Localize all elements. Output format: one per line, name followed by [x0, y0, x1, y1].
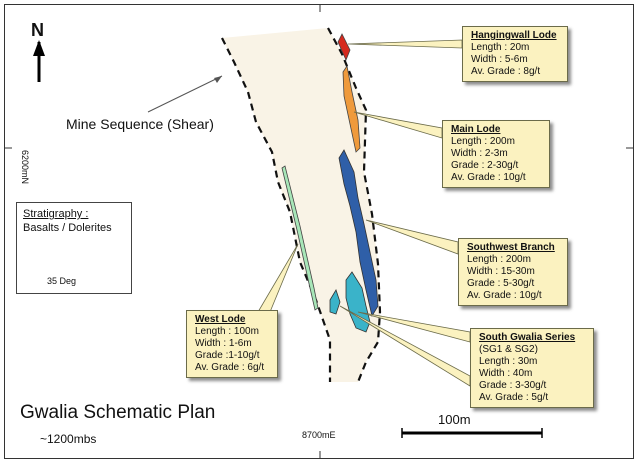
callout-main-lode: Main Lode Length : 200m Width : 2-3m Gra… [442, 120, 550, 188]
callout-title: West Lode [195, 314, 246, 325]
south-gwalia-series-small [329, 289, 341, 315]
callout-hangingwall-lode: Hangingwall Lode Length : 20m Width : 5-… [462, 26, 568, 82]
callout-title: Southwest Branch [467, 242, 555, 253]
map-subtitle: ~1200mbs [40, 432, 97, 446]
callout-line: Width : 1-6m [195, 338, 252, 349]
scale-label: 100m [438, 412, 471, 427]
hangingwall-lode [337, 33, 351, 62]
callout-line: Length : 200m [467, 254, 531, 265]
shear-label-arrow [147, 75, 223, 113]
shear-boundary-west [221, 37, 332, 382]
stratigraphy-heading: Stratigraphy : [23, 208, 89, 220]
shear-zone [222, 28, 380, 382]
west-lode [281, 165, 319, 311]
callout-line: Av. Grade : 5g/t [479, 392, 549, 403]
callout-title: Hangingwall Lode [471, 30, 557, 41]
callout-pointer-main [353, 111, 443, 139]
callout-pointer-west [257, 243, 299, 313]
shear-boundary-east [327, 27, 382, 383]
callout-line: Av. Grade : 8g/t [471, 66, 541, 77]
callout-pointer-southwest [365, 219, 459, 255]
main-lode [342, 64, 361, 153]
callout-line: (SG1 & SG2) [479, 344, 538, 355]
callout-line: Length : 30m [479, 356, 538, 367]
callout-line: Length : 100m [195, 326, 259, 337]
callout-southwest-branch: Southwest Branch Length : 200m Width : 1… [458, 238, 568, 306]
shear-label: Mine Sequence (Shear) [66, 116, 214, 132]
callout-line: Width : 40m [479, 368, 533, 379]
callout-south-gwalia-series: South Gwalia Series (SG1 & SG2) Length :… [470, 328, 594, 408]
map-frame [4, 4, 634, 459]
callout-line: Grade : 3-30g/t [479, 380, 547, 391]
easting-label: 8700mE [302, 430, 336, 440]
stratigraphy-rock: Basalts / Dolerites [23, 222, 112, 234]
north-label: N [31, 20, 44, 40]
callout-title: South Gwalia Series [479, 332, 576, 343]
callout-line: Width : 2-3m [451, 148, 508, 159]
callout-title: Main Lode [451, 124, 501, 135]
callout-pointer-hangingwall [347, 39, 463, 49]
southwest-branch [338, 149, 379, 318]
callout-line: Width : 5-6m [471, 54, 528, 65]
callout-line: Width : 15-30m [467, 266, 535, 277]
callout-line: Av. Grade : 10g/t [467, 290, 542, 301]
south-gwalia-series [345, 271, 371, 333]
stratigraphy-dip: 35 Deg [47, 276, 77, 286]
callout-line: Length : 20m [471, 42, 530, 53]
shear-arrow-head [214, 76, 222, 83]
callout-line: Length : 200m [451, 136, 515, 147]
callout-line: Grade : 5-30g/t [467, 278, 535, 289]
northing-label: 6200mN [20, 150, 30, 185]
stratigraphy-legend: Stratigraphy : Basalts / Dolerites 35 De… [16, 202, 132, 294]
callout-west-lode: West Lode Length : 100m Width : 1-6m Gra… [186, 310, 278, 378]
north-arrow-icon [33, 40, 45, 56]
callout-line: Av. Grade : 6g/t [195, 362, 265, 373]
callout-line: Grade :1-10g/t [195, 350, 260, 361]
callout-line: Grade : 2-30g/t [451, 160, 519, 171]
callout-line: Av. Grade : 10g/t [451, 172, 526, 183]
map-title: Gwalia Schematic Plan [20, 402, 216, 423]
